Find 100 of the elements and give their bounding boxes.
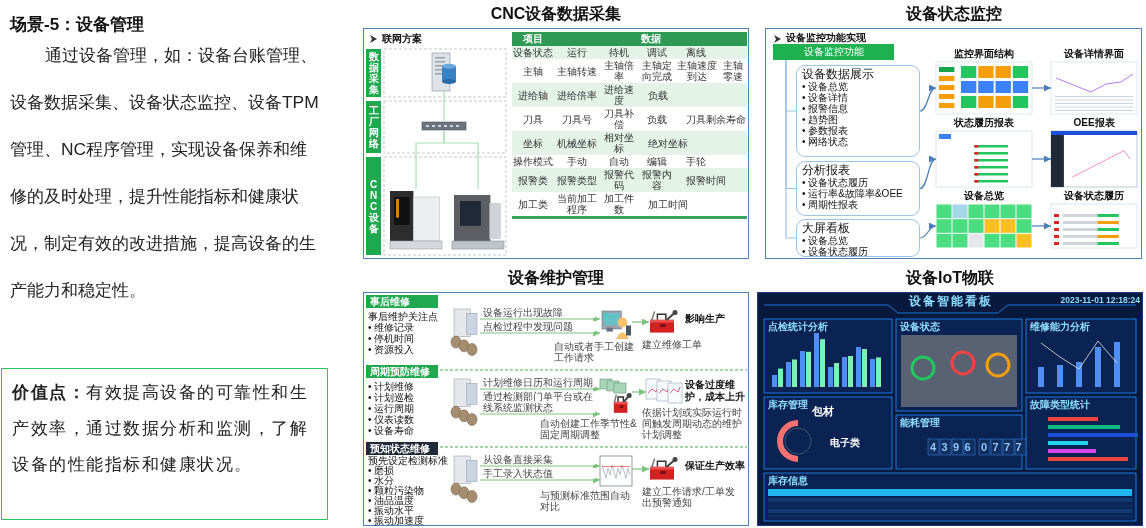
panel-title: CNC设备数据采集 [489,4,623,24]
table-cell: 主轴倍率 [600,59,638,83]
section-title: 设备监控功能实现 [786,32,867,44]
thumbnail-title: 设备总览 [963,190,1005,202]
thumbnail-title: OEE报表 [1072,117,1116,129]
picture-caption: 建立维修工单 [642,339,703,350]
outcome-text: 保证生产效率 [685,460,746,472]
picture-caption: 自动创建工作季节性&固定周期调整 [540,418,638,440]
table-cell: 报警内容 [638,168,676,192]
outcome-text: 设备过度维护，成本上升 [685,379,746,403]
connector-line [443,90,445,122]
edge-label: 通过检测部门单平台或在线系统监测状态 [483,391,595,413]
category-card [796,65,920,157]
table-cell: 报警类型 [554,168,600,192]
chart-label: 电子类 [830,437,861,449]
list-item: • 设备状态履历 [802,177,869,188]
list-item: • 振动水平 [368,505,415,516]
list-item: • 计划巡检 [368,392,416,403]
list-item: • 周期性报表 [802,199,859,210]
table-cell: 待机 [600,46,638,59]
category-card [796,219,920,257]
arrow [631,318,650,326]
arrow [631,465,650,473]
dashboard-title: 设备智能看板 [907,295,994,307]
table-cell: 进给轴 [512,83,554,107]
table-cell: 主轴转速 [554,59,600,83]
table-cell: 主轴 [512,59,554,83]
arrow [479,476,601,484]
card-title: 故障类型统计 [1030,399,1091,411]
panel-title: 设备IoT物联 [904,268,995,288]
list-item: • 设备状态履历 [802,246,870,257]
thumbnail-title: 监控界面结构 [953,48,1015,60]
table-header-cell: 数据 [554,32,748,46]
table-cell: 编辑 [638,155,676,168]
table-cell: 刀具 [512,107,554,131]
picture-caption: 依据计划或实际运行时间触发周期动态的维护计划调整 [642,407,743,440]
edge-label: 点检过程中发现问题 [483,321,595,332]
table-cell: 主轴定向完成 [638,59,676,83]
card-heading: 设备数据展示 [802,67,875,81]
table-cell: 负载 [638,107,676,131]
table-cell: 加工类 [512,192,554,218]
arrow [1031,155,1052,163]
list-item: • 停机时间 [368,333,416,344]
list-item: • 水分 [368,475,395,486]
picture-caption: 建立工作请求/工单发出预警通知 [642,486,736,508]
arrow [479,410,601,418]
card-heading: 分析报表 [802,163,851,177]
table-cell: 相对坐标 [600,131,638,155]
table-cell: 坐标 [512,131,554,155]
table-cell: 运行 [554,46,600,59]
side-band: 数据采集 [366,49,381,97]
list-item: • 仪表读数 [368,414,416,425]
picture-caption: 自动或者手工创建工作请求 [554,341,635,363]
panel-title: 设备状态监控 [904,4,1003,24]
section-header: 周期预防维修 [366,365,438,378]
category-card [796,161,920,216]
list-item: • 振动加速度 [368,515,426,526]
description-paragraph: 通过设备管理，如：设备台账管理、设备数据采集、设备状态监控、设备TPM管理、NC程序管理，实现设备保养和维修的及时处理，提升性能指标和健康状况，制定有效的改进措施，提高设备的生产能力和稳定性。 [10,44,320,302]
list-item: • 油品温度 [368,495,415,506]
arrow [631,388,647,396]
connector-line [785,59,797,239]
value-callout: 价值点：有效提高设备的可靠性和生产效率，通过数据分析和监测，了解设备的性能指标和健康状况。 [1,368,328,520]
table-cell: 手动 [554,155,600,168]
arrow [919,223,937,239]
arrow [919,86,937,112]
arrow [1031,222,1052,230]
list-item: • 资源投入 [368,344,416,355]
list-item: • 运行周期 [368,403,416,414]
card-title: 库存信息 [768,475,809,487]
table-header-cell: 项目 [512,32,554,46]
table-cell: 刀具补偿 [600,107,638,131]
thumbnail-title: 设备详情界面 [1063,48,1125,60]
card-title: 点检统计分析 [768,321,829,333]
list-item: • 报警信息 [802,103,850,114]
list-item: • 磨损 [368,465,395,476]
list-item: 事后维护关注点 [368,311,439,322]
table-cell: 主轴零速 [718,59,748,83]
arrow [479,462,601,470]
list-item: • 设备总览 [802,81,850,92]
list-item: • 网络状态 [802,136,850,147]
table-cell: 进给速度 [600,83,638,107]
table-cell: 加工时间 [638,192,748,218]
thumbnail-title: 设备状态履历 [1063,190,1125,202]
counter-value: 4396 [929,441,976,453]
table-cell: 操作模式 [512,155,554,168]
table-cell: 调试 [638,46,676,59]
card-title: 库存管理 [768,399,809,411]
arrow [479,315,601,323]
list-item: • 设备寿命 [368,425,416,436]
card-title: 能耗管理 [900,417,941,429]
section-header: 预知状态维修 [366,442,438,455]
list-item: • 设备详情 [802,92,850,103]
arrow [479,329,601,337]
card-heading: 大屏看板 [802,221,851,235]
section-title: 联网方案 [382,33,423,45]
table-cell: 负载 [638,83,748,107]
edge-label: 从设备直接采集 [483,454,595,465]
list-item: • 维修记录 [368,322,416,333]
connector-line [443,130,479,190]
table-cell: 绝对坐标 [638,131,748,155]
